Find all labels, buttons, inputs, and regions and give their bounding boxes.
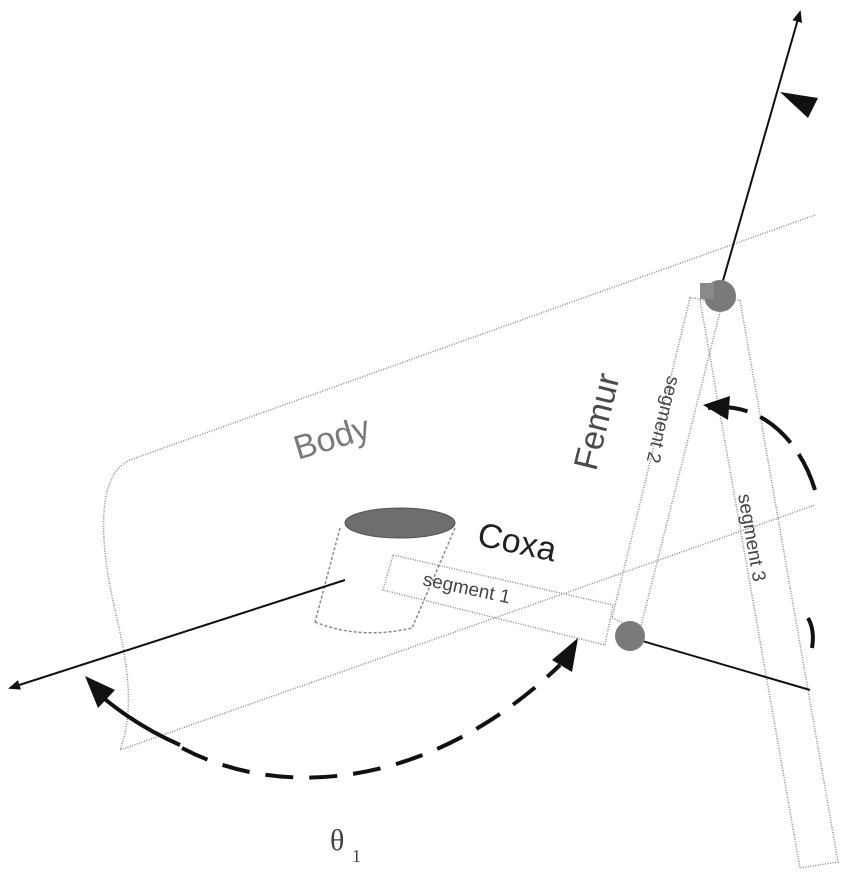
femur-label: Femur	[567, 369, 628, 474]
segment-1-bar	[382, 554, 614, 646]
body-label: Body	[289, 409, 374, 468]
theta1-arrowhead-left	[85, 676, 115, 708]
segment3-arc-fragment	[806, 616, 815, 649]
svg-text:θ: θ	[330, 824, 344, 857]
axis-left-arrow	[8, 579, 346, 690]
theta1-arrowhead-right	[552, 638, 578, 672]
axis-up-arrow	[717, 10, 803, 299]
joint-to-edge-line	[631, 637, 811, 691]
segment-3-bar	[699, 299, 839, 869]
coxa-cylinder	[314, 507, 456, 634]
segment-1-label: segment 1	[421, 569, 512, 608]
femur-rotation-arc	[707, 404, 817, 491]
theta1-arc-left-stub	[98, 693, 181, 747]
segment-2-label: segment 2	[642, 374, 684, 465]
segment-2-bar	[611, 297, 724, 632]
femur-tibia-joint-cap	[700, 283, 714, 299]
coxa-femur-joint	[615, 621, 645, 651]
theta1-arc	[181, 663, 562, 780]
theta1-label: θ 1	[330, 824, 361, 866]
femur-rotation-arrowhead	[703, 396, 730, 420]
segment-3-label: segment 3	[733, 492, 769, 583]
svg-text:1: 1	[352, 846, 361, 866]
rotation-arrow-top	[780, 92, 818, 118]
coxa-label: Coxa	[474, 516, 560, 570]
